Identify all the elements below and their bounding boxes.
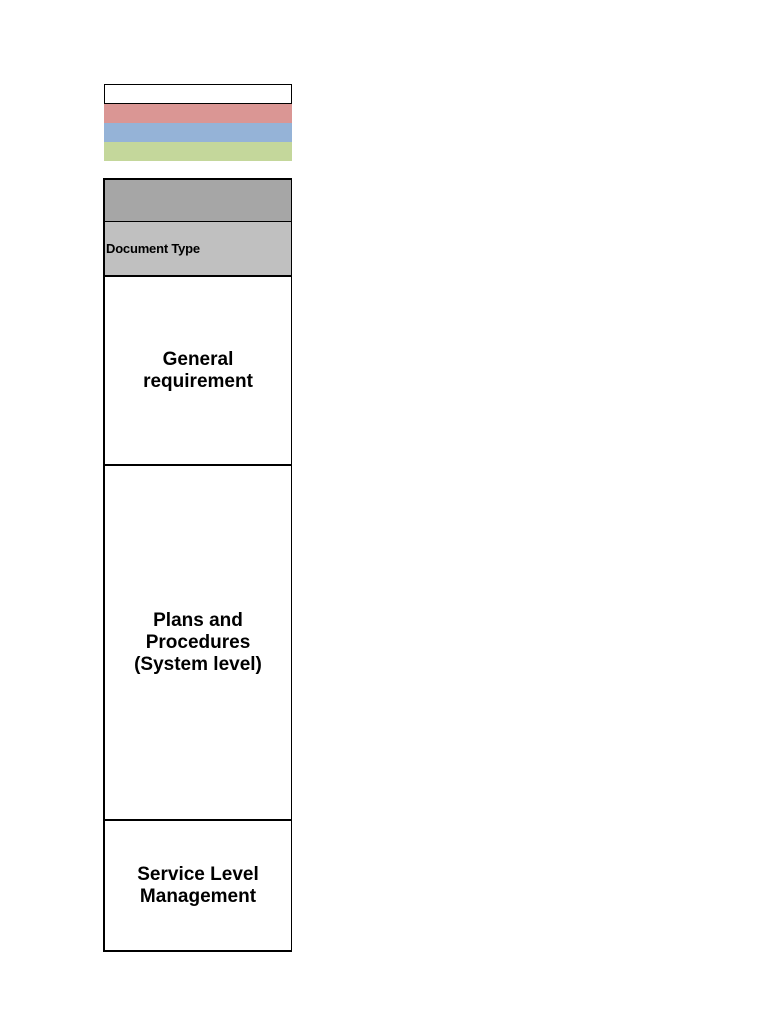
- table-row-service-level-management[interactable]: Service Level Management: [105, 821, 291, 950]
- legend-swatch-blue: [104, 123, 292, 142]
- legend-swatch-white: [104, 84, 292, 104]
- column-header-label: Document Type: [106, 241, 200, 256]
- column-header-document-type[interactable]: Document Type: [105, 222, 291, 277]
- legend-swatch-green: [104, 142, 292, 161]
- color-legend: [104, 84, 292, 161]
- row-label-plans-and-procedures: Plans and Procedures (System level): [134, 609, 262, 675]
- document-type-table: Document Type General requirement Plans …: [103, 178, 292, 952]
- legend-swatch-red: [104, 104, 292, 123]
- table-row-general-requirement[interactable]: General requirement: [105, 277, 291, 466]
- table-top-band: [105, 180, 291, 222]
- table-row-plans-and-procedures[interactable]: Plans and Procedures (System level): [105, 466, 291, 821]
- row-label-service-level-management: Service Level Management: [137, 863, 259, 907]
- row-label-general-requirement: General requirement: [143, 348, 253, 392]
